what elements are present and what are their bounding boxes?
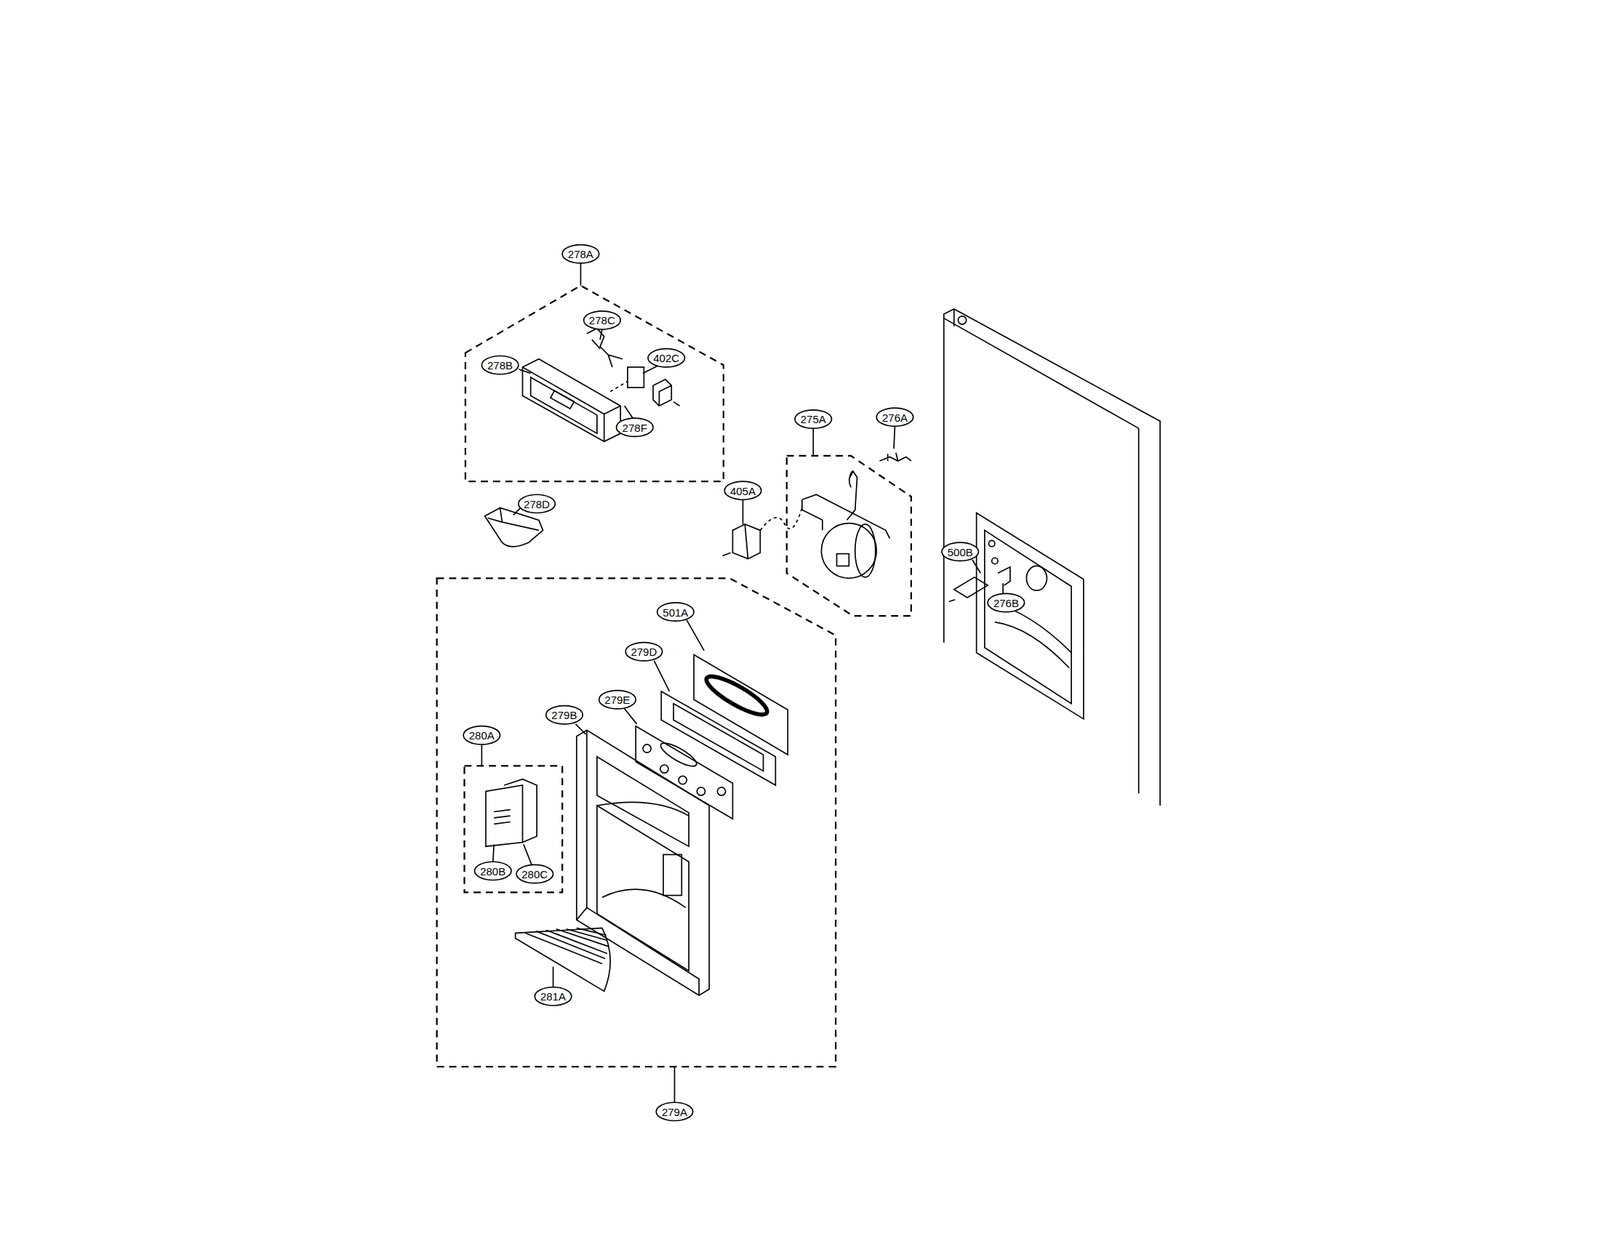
callout-oval bbox=[648, 349, 685, 368]
callout-oval bbox=[724, 481, 761, 500]
callout-oval bbox=[518, 494, 555, 513]
callout-number: 500B bbox=[947, 546, 974, 558]
callout-number: 279D bbox=[630, 646, 657, 658]
callout-oval bbox=[625, 642, 662, 662]
callout-number: 405A bbox=[730, 485, 756, 496]
switch bbox=[653, 379, 680, 406]
display-panel bbox=[635, 726, 733, 820]
callout-oval bbox=[474, 861, 512, 880]
callout-number: 281A bbox=[540, 991, 566, 1003]
frame bbox=[661, 691, 776, 786]
bracket bbox=[997, 567, 1011, 586]
callout-number: 275A bbox=[800, 413, 827, 425]
callout-number: 280C bbox=[521, 869, 548, 880]
callout-oval bbox=[616, 418, 654, 437]
callout-oval bbox=[987, 593, 1024, 612]
bracket bbox=[586, 328, 623, 368]
callout-oval bbox=[562, 245, 599, 264]
callout-number: 278C bbox=[589, 314, 616, 326]
callout-number: 280A bbox=[469, 730, 495, 742]
callout-number: 402C bbox=[653, 352, 680, 364]
ice-chute-housing bbox=[522, 359, 627, 443]
callout-number: 279A bbox=[661, 1106, 688, 1118]
callout-number: 276A bbox=[882, 411, 908, 423]
board bbox=[949, 577, 988, 603]
callout-oval bbox=[534, 987, 571, 1006]
solenoid bbox=[722, 508, 802, 560]
callout-oval bbox=[656, 1102, 693, 1121]
callout-oval bbox=[876, 408, 913, 427]
callout-oval bbox=[941, 542, 979, 561]
callout-oval bbox=[546, 706, 583, 725]
callout-oval bbox=[463, 726, 500, 745]
refrigerator-door bbox=[944, 309, 1160, 806]
callout-number: 278A bbox=[568, 248, 594, 260]
drip-tray bbox=[515, 928, 611, 992]
dispenser-lever bbox=[485, 779, 537, 848]
callout-number: 278D bbox=[523, 498, 550, 510]
callout-number: 279E bbox=[604, 694, 630, 706]
callout-number: 278B bbox=[487, 360, 513, 371]
callout-oval bbox=[657, 602, 694, 622]
motor-assembly bbox=[802, 471, 891, 579]
callout-number: 279B bbox=[551, 709, 577, 721]
callout-number: 501A bbox=[662, 606, 688, 618]
funnel bbox=[485, 508, 544, 547]
leader-line bbox=[481, 263, 1003, 1103]
callout-number: 280B bbox=[480, 865, 506, 877]
insulator bbox=[627, 367, 644, 388]
callout-oval bbox=[516, 864, 553, 883]
callout-oval bbox=[794, 410, 832, 429]
callout-number: 278F bbox=[622, 421, 648, 433]
callout-number: 276B bbox=[993, 597, 1019, 608]
switch-bracket bbox=[879, 453, 911, 462]
group-outline bbox=[437, 285, 912, 1067]
callout-oval bbox=[481, 356, 518, 375]
callout-oval bbox=[584, 311, 621, 330]
callout-oval bbox=[599, 690, 636, 710]
